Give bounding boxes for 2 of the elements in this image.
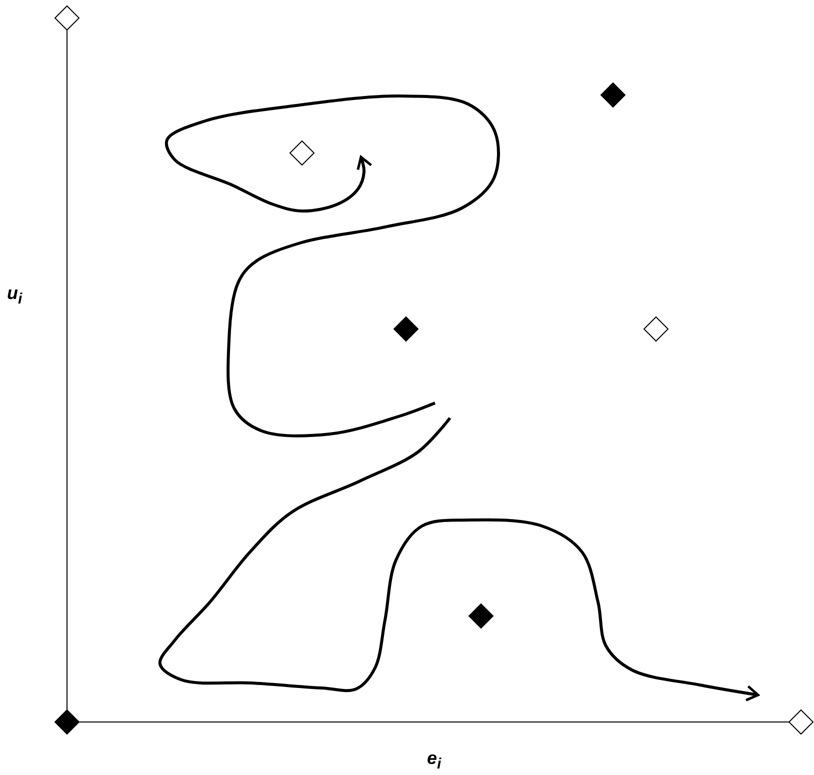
- axis-label: e$_{i}$: [427, 748, 442, 773]
- axis-label: u$_{i}$: [7, 283, 22, 308]
